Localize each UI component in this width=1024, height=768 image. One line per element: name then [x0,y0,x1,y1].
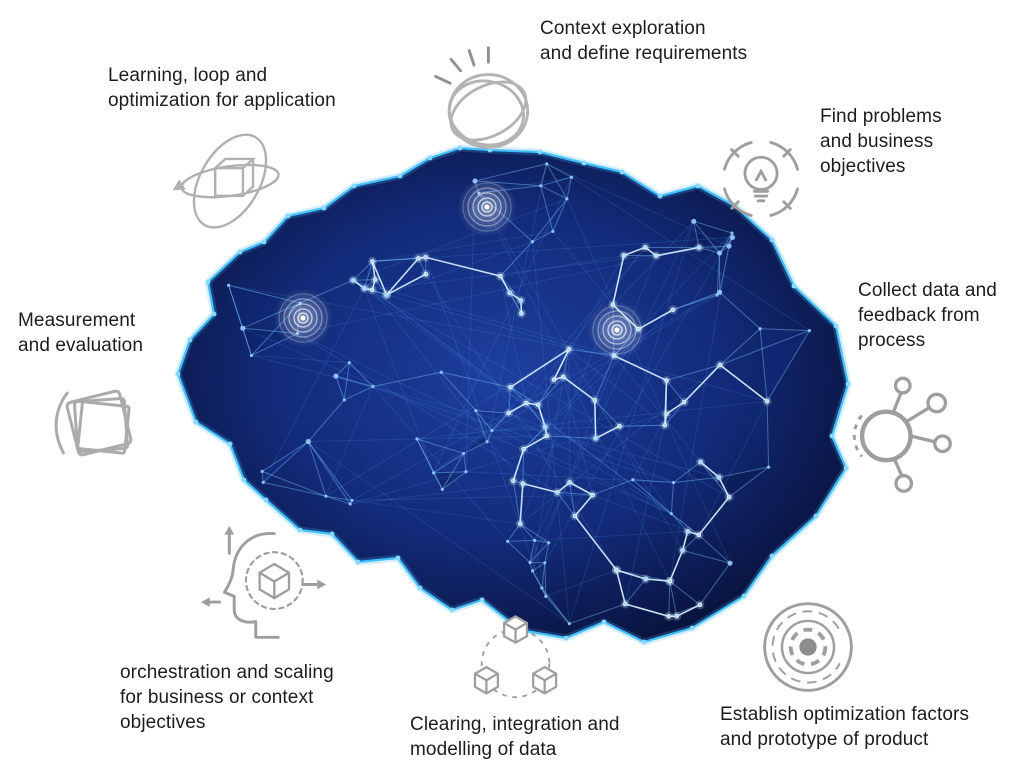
orbit-arrowhead [172,179,186,191]
head-cube-icon [200,525,327,639]
target-rings-icon [763,602,853,692]
layered-squares-icon [54,389,133,457]
lightbulb-rays-icon [723,141,799,217]
cube-orbit-icon [172,133,280,229]
label-orchestration: orchestration and scaling for business o… [120,662,334,734]
label-clearing: Clearing, integration and modelling of d… [410,714,620,761]
label-establish: Establish optimization factors and proto… [720,704,970,751]
sketch-sphere-icon [434,46,530,149]
label-find-problems: Find problems and business objectives [820,106,942,178]
three-cubes-icon [473,615,558,699]
label-context-exploration: Context exploration and define requireme… [540,18,748,65]
label-measurement: Measurement and evaluation [18,310,144,357]
label-learning-loop: Learning, loop and optimization for appl… [108,65,336,112]
label-collect-data: Collect data and feedback from process [858,280,997,352]
hub-network-icon [852,376,952,493]
